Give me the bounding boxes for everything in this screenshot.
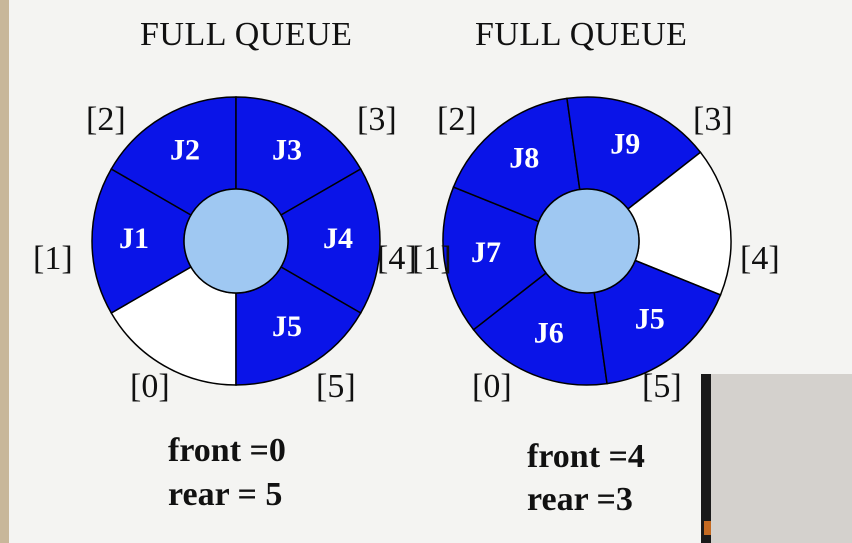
- index-label-right-4: [4]: [740, 240, 780, 277]
- video-object: [704, 521, 711, 535]
- index-label-right-0: [0]: [472, 368, 512, 405]
- rear-value-right: rear =3: [527, 481, 633, 518]
- video-frame-edge: [701, 374, 711, 543]
- index-label-right-1: [1]: [412, 240, 452, 277]
- front-value-left: front =0: [168, 432, 286, 469]
- job-label-j5: J5: [635, 302, 665, 335]
- queue-hub: [534, 188, 640, 294]
- job-label-j2: J2: [170, 134, 200, 167]
- index-label-right-5: [5]: [642, 368, 682, 405]
- job-label-j9: J9: [610, 127, 640, 160]
- presenter-video-inset: [701, 374, 852, 543]
- job-label-j7: J7: [471, 236, 501, 269]
- index-label-left-0: [0]: [130, 368, 170, 405]
- front-value-right: front =4: [527, 438, 645, 475]
- queue-hub: [183, 188, 289, 294]
- job-label-j6: J6: [534, 316, 564, 349]
- index-label-left-4: [4]: [377, 240, 417, 277]
- queue-title-right: FULL QUEUE: [475, 16, 688, 53]
- index-label-left-2: [2]: [86, 101, 126, 138]
- job-label-j5: J5: [272, 310, 302, 343]
- index-label-right-3: [3]: [693, 101, 733, 138]
- job-label-j8: J8: [509, 142, 539, 175]
- index-label-left-3: [3]: [357, 101, 397, 138]
- queue-title-left: FULL QUEUE: [140, 16, 353, 53]
- index-label-right-2: [2]: [437, 101, 477, 138]
- job-label-j1: J1: [119, 222, 149, 255]
- rear-value-left: rear = 5: [168, 476, 283, 513]
- index-label-left-5: [5]: [316, 368, 356, 405]
- index-label-left-1: [1]: [33, 240, 73, 277]
- job-label-j4: J4: [323, 222, 353, 255]
- slide-left-edge: [0, 0, 9, 543]
- job-label-j3: J3: [272, 134, 302, 167]
